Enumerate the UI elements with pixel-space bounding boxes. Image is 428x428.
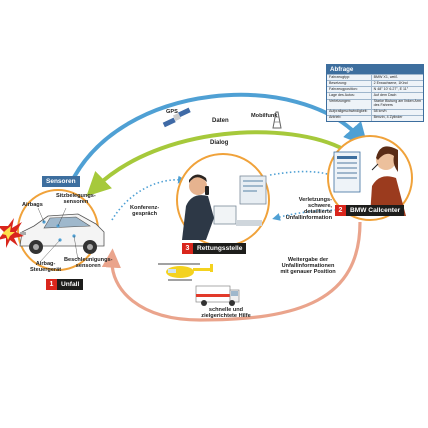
badge-accident: 1 Unfall xyxy=(46,279,84,290)
query-key: Besetzung: xyxy=(327,80,372,87)
badge-text: Unfall xyxy=(61,281,80,288)
injury-info-label: Verletzungs- schwere, detaillierte Unfal… xyxy=(285,197,332,221)
query-key: Fahrzeugposition: xyxy=(327,86,372,93)
query-value: BMW X1, weiß xyxy=(371,73,423,81)
badge-number: 1 xyxy=(46,279,57,290)
query-key: Fahrzeugtyp: xyxy=(327,73,372,81)
quick-help-label: schnelle und zielgerichtete Hilfe xyxy=(201,307,251,319)
mobile-tower-icon xyxy=(272,111,282,129)
query-key: Verletzungen: xyxy=(327,98,372,110)
query-key: Lage des Autos: xyxy=(327,92,372,100)
query-row: Verletzungen:Starke Blutung am linken Ar… xyxy=(327,98,423,110)
mobilfunk-label: Mobilfunk xyxy=(251,113,278,119)
query-key: Antrieb: xyxy=(327,114,372,121)
query-row: Antrieb:Benzin, 4 Zylinder xyxy=(327,114,423,121)
query-row: Lage des Autos:Auf dem Dach xyxy=(327,92,423,100)
query-value: N 48° 10' 6.27", E 11° xyxy=(371,86,423,93)
query-value: Starke Blutung am linken Arm des Fahrers xyxy=(371,98,423,110)
query-row: Fahrzeugtyp:BMW X1, weiß xyxy=(327,73,423,81)
seat-sensors-label: Sitzbelegungs- sensoren xyxy=(56,193,96,205)
dialog-arrow-green xyxy=(86,130,346,197)
forwarding-label: Weitergabe der Unfallinformationen mit g… xyxy=(280,257,336,275)
badge-callcenter: 2 BMW Callcenter xyxy=(335,205,405,216)
query-key: Aufprallgeschwindigkeit: xyxy=(327,108,372,116)
dialog-label: Dialog xyxy=(210,140,229,146)
gps-satellite-icon xyxy=(162,107,191,128)
car-illustration xyxy=(19,213,105,254)
dispatcher-illustration xyxy=(182,174,267,240)
badge-number: 3 xyxy=(182,243,193,254)
badge-number: 2 xyxy=(335,205,346,216)
badge-text: BMW Callcenter xyxy=(350,207,401,214)
sensors-heading: Sensoren xyxy=(42,176,80,187)
query-value: Benzin, 4 Zylinder xyxy=(371,114,423,121)
helicopter-icon xyxy=(158,263,213,281)
query-panel-title: Abfrage xyxy=(327,65,423,74)
conference-label: Konferenz- gespräch xyxy=(130,205,160,217)
data-label: Daten xyxy=(212,118,229,124)
airbag-controller-label: Airbag- Steuergerät xyxy=(30,261,62,273)
query-row: Aufprallgeschwindigkeit:58 km/h xyxy=(327,108,423,116)
badge-rescue: 3 Rettungsstelle xyxy=(182,243,247,254)
help-arrow-salmon xyxy=(101,221,362,322)
query-row: Fahrzeugposition:N 48° 10' 6.27", E 11° xyxy=(327,86,423,93)
query-row: Besetzung:2 Erwachsene, 1Kind xyxy=(327,80,423,87)
gps-label: GPS xyxy=(166,109,178,115)
query-value: 2 Erwachsene, 1Kind xyxy=(371,80,423,87)
badge-text: Rettungsstelle xyxy=(197,245,243,252)
ambulance-icon xyxy=(195,285,240,306)
query-value: Auf dem Dach xyxy=(371,92,423,100)
acceleration-sensors-label: Beschleunigungs- sensoren xyxy=(64,257,113,269)
query-value: 58 km/h xyxy=(371,108,423,116)
airbags-label: Airbags xyxy=(22,202,43,208)
